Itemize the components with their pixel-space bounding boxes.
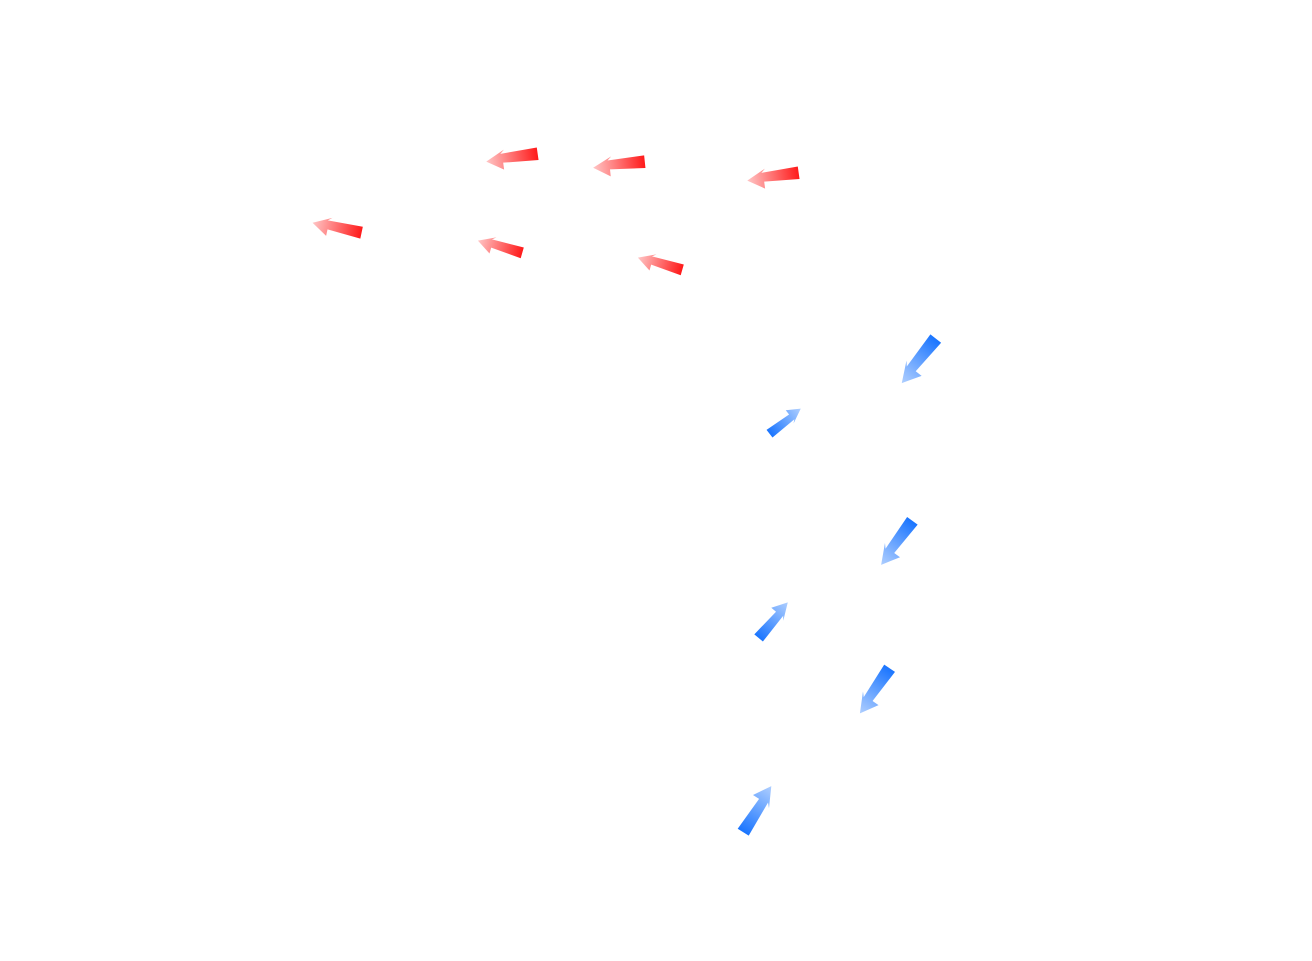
red-team-group (312, 147, 800, 276)
red-arrow-icon (312, 217, 363, 239)
red-arrow-icon (477, 237, 524, 259)
red-arrow-icon (593, 155, 646, 177)
blue-arrow-icon (881, 516, 918, 565)
red-arrow-icon (637, 254, 684, 276)
blue-arrow-icon (737, 786, 772, 836)
blue-team-group (737, 334, 942, 836)
red-arrow-icon (747, 166, 800, 189)
blue-arrow-icon (754, 602, 788, 642)
blue-arrow-icon (901, 334, 942, 384)
blue-arrow-icon (859, 664, 895, 714)
red-arrow-icon (486, 147, 539, 170)
blue-arrow-icon (766, 408, 801, 438)
